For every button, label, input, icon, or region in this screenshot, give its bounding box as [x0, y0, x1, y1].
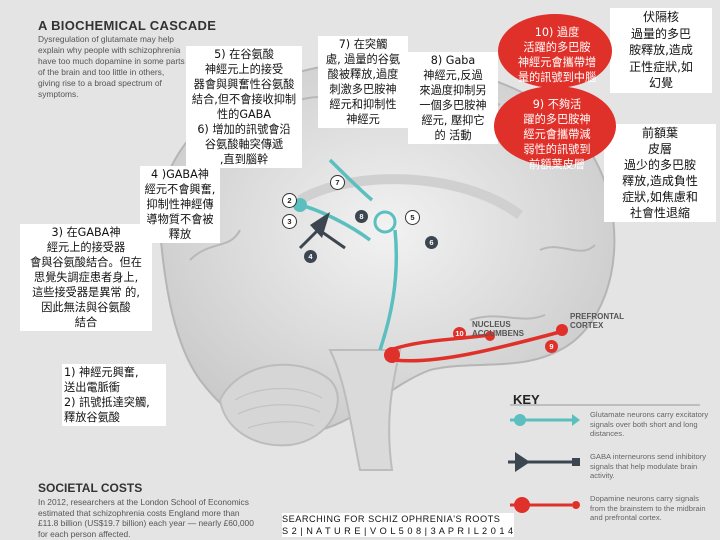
key-title: KEY — [513, 392, 540, 407]
annotation-step-7: 7) 在突觸 處, 過量的谷氨 酸被釋放,過度 刺激多巴胺神 經元和抑制性 神經… — [318, 36, 408, 128]
glutamate-soma-2 — [373, 210, 397, 234]
key-gaba-icon — [508, 452, 580, 472]
key-dopamine-icon — [510, 497, 580, 513]
gaba-neuron-body — [310, 212, 330, 238]
step-marker-2: 2 — [282, 193, 297, 208]
step-marker-6: 6 — [425, 236, 438, 249]
annotation-step-10: 10) 過度 活躍的多巴胺 神經元會攜帶增 量的訊號到中腦 — [517, 26, 597, 84]
key-dopamine-text: Dopamine neurons carry signals from the … — [590, 494, 706, 522]
step-marker-4: 4 — [304, 250, 317, 263]
annotation-prefrontal-effect: 前額葉 皮層 過少的多巴胺 釋放,造成負性 症狀,如焦慮和 社會性退縮 — [604, 124, 716, 222]
annotation-nucleus-accumbens-effect: 伏隔核 過量的多巴 胺釋放,造成 正性症狀,如 幻覺 — [610, 8, 712, 93]
dopamine-terminal-na — [485, 331, 495, 341]
diagram-title: A BIOCHEMICAL CASCADE — [38, 18, 217, 33]
dopamine-terminal-pfc — [556, 324, 568, 336]
dopamine-soma — [384, 347, 400, 363]
brainstem — [328, 349, 402, 471]
footer-citation: SEARCHING FOR SCHIZ OPHRENIA'S ROOTS S 2… — [282, 513, 514, 537]
callout-step-10-bg — [498, 14, 612, 88]
glutamate-axon-3 — [378, 229, 399, 351]
annotation-step-9: 9) 不夠活 躍的多巴胺神 經元會攜帶減 弱性的訊號到 前額葉皮層 — [523, 98, 591, 171]
step-marker-10: 10 — [453, 327, 466, 340]
step-marker-9: 9 — [545, 340, 558, 353]
step-marker-3: 3 — [282, 214, 297, 229]
societal-costs-title: SOCIETAL COSTS — [38, 481, 143, 495]
key-gaba-text: GABA interneurons send inhibitory signal… — [590, 452, 707, 480]
intro-text: Dysregulation of glutamate may help expl… — [38, 34, 185, 99]
step-marker-7: 7 — [330, 175, 345, 190]
step-marker-8: 8 — [355, 210, 368, 223]
key-glutamate-text: Glutamate neurons carry excitatory signa… — [590, 410, 709, 438]
annotation-step-8: 8) Gaba 神經元,反過 來過度抑制另 一個多巴胺神 經元, 壓抑它 的 活… — [408, 52, 498, 144]
annotation-step-3: 3) 在GABA神 經元上的接受器 會與谷氨酸結合。但在 思覺失調症患者身上, … — [20, 224, 152, 331]
step-marker-5: 5 — [405, 210, 420, 225]
key-glutamate-icon — [510, 414, 580, 426]
societal-costs-text: In 2012, researchers at the London Schoo… — [38, 497, 254, 539]
annotation-step-5-6: 5) 在谷氨酸 神經元上的接受 器會與興奮性谷氨酸 結合,但不會接收抑制 性的G… — [186, 46, 302, 168]
glutamate-axon-2 — [328, 158, 374, 202]
dopamine-axon-to-nucleus-accumbens — [389, 333, 491, 352]
dopamine-axon-to-prefrontal — [394, 330, 561, 363]
callout-step-9-bg — [494, 86, 616, 166]
annotation-step-4: 4 )GABA神 經元不會興奮, 抑制性神經傳 導物質不會被 釋放 — [140, 166, 220, 243]
annotation-step-1-2: 1) 神經元興奮, 送出電脈衝 2) 訊號抵達突觸, 釋放谷氨酸 — [62, 364, 166, 426]
label-nucleus-accumbens: NUCLEUS ACCUMBENS — [472, 320, 524, 338]
label-prefrontal-cortex: PREFRONTAL CORTEX — [570, 312, 625, 330]
